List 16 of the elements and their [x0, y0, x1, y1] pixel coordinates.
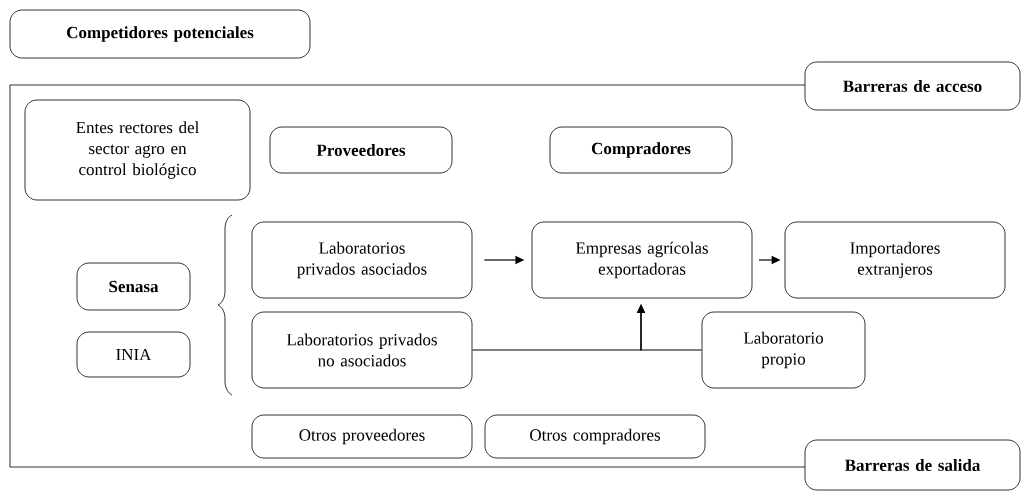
rounded-box: Laboratorio propio: [701, 311, 866, 389]
arrow: [636, 304, 703, 351]
bold-label-box: Senasa: [76, 262, 191, 311]
bold-label-box: Barreras de salida: [804, 439, 1021, 491]
rounded-box: Entes rectores del sector agro en control biológico: [24, 99, 251, 201]
bold-label-box: Competidores potenciales: [9, 9, 311, 59]
rounded-box: INIA: [76, 331, 191, 378]
rounded-box: Otros proveedores: [251, 414, 473, 459]
bold-label-box: Compradores: [549, 126, 733, 174]
rounded-box: Laboratorios privados asociados: [251, 221, 473, 299]
rounded-box: Importadores extranjeros: [784, 221, 1006, 299]
bold-label-box: Proveedores: [269, 126, 453, 174]
rounded-box: Empresas agrícolas exportadoras: [531, 221, 753, 299]
rounded-box: Otros compradores: [484, 414, 706, 459]
bold-label-box: Barreras de acceso: [804, 61, 1021, 111]
rounded-box: Laboratorios privados no asociados: [251, 311, 473, 389]
